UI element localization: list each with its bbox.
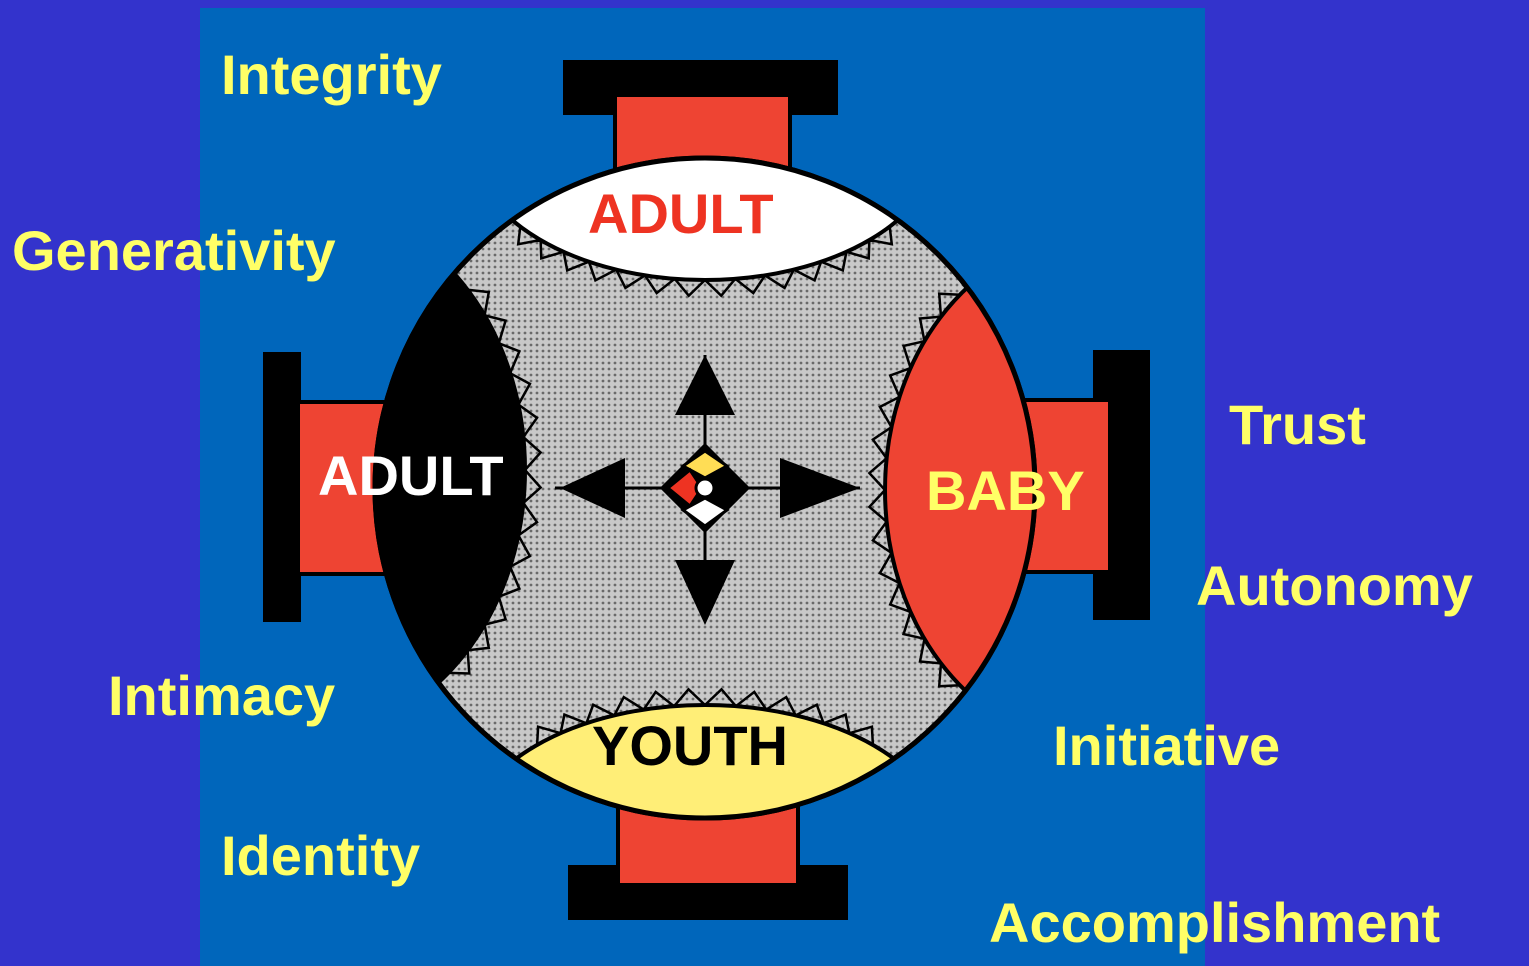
stage-trust: Trust xyxy=(1229,393,1366,456)
sawtooth-edge xyxy=(535,687,875,746)
quadrant-right-label: BABY xyxy=(926,459,1085,522)
stage-intimacy: Intimacy xyxy=(108,664,336,727)
stage-accomplishment: Accomplishment xyxy=(989,891,1441,954)
arrow-left-icon xyxy=(560,458,625,518)
arrow-down-icon xyxy=(675,560,735,625)
direction-arrows xyxy=(560,355,860,625)
stage-identity: Identity xyxy=(221,824,421,887)
sawtooth-edge xyxy=(867,292,961,688)
stage-integrity: Integrity xyxy=(221,43,442,106)
quadrant-left-label: ADULT xyxy=(318,444,504,507)
quadrant-bottom-label: YOUTH xyxy=(592,714,788,777)
center-diamond xyxy=(659,442,751,534)
sawtooth-edge xyxy=(448,288,543,675)
stage-initiative: Initiative xyxy=(1053,714,1281,777)
stage-autonomy: Autonomy xyxy=(1196,554,1473,617)
arrow-right-icon xyxy=(780,458,860,518)
quadrant-top-label: ADULT xyxy=(588,182,774,245)
sawtooth-borders xyxy=(448,226,961,746)
sawtooth-edge xyxy=(516,226,894,298)
arrow-up-icon xyxy=(675,355,735,415)
stage-generativity: Generativity xyxy=(12,219,336,282)
